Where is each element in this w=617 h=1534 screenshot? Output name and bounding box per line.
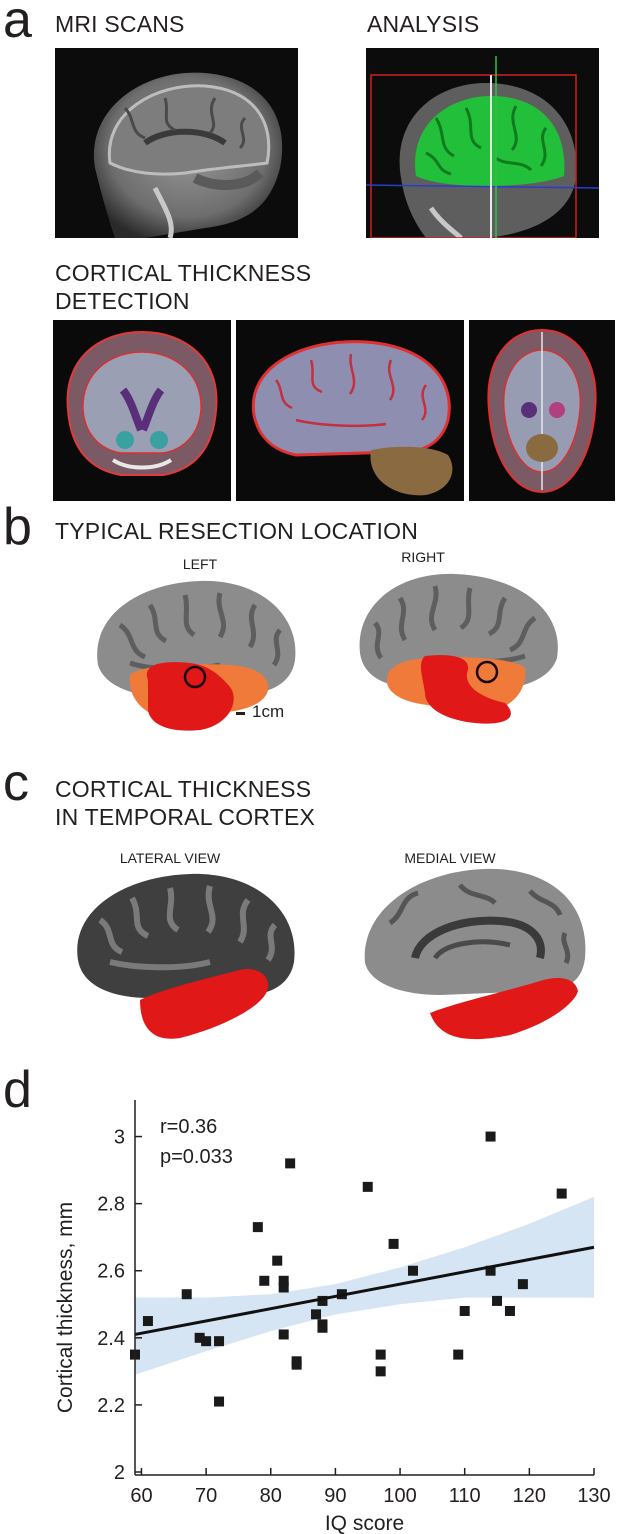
resection-title: TYPICAL RESECTION LOCATION: [55, 518, 419, 544]
y-tick-label: 2.4: [97, 1328, 125, 1350]
medial-view-label: MEDIAL VIEW: [404, 850, 496, 866]
y-tick-label: 3: [114, 1127, 125, 1149]
scale-bar: [236, 712, 245, 715]
data-point: [504, 1305, 515, 1316]
x-tick-label: 80: [260, 1485, 282, 1507]
y-tick-label: 2: [114, 1462, 125, 1484]
mri-sagittal-image: [55, 48, 298, 238]
data-point: [453, 1349, 464, 1360]
cortical-detection-title-line2: DETECTION: [55, 288, 190, 314]
data-point: [278, 1275, 289, 1286]
data-point: [556, 1188, 567, 1199]
ci-band-layer: [135, 1196, 594, 1375]
x-tick-label: 100: [383, 1485, 416, 1507]
data-point: [492, 1295, 503, 1306]
sagittal-segmentation-image: [236, 320, 464, 501]
y-tick-label: 2.2: [97, 1395, 125, 1417]
coronal-segmentation-image: [53, 320, 231, 501]
x-tick-label: 90: [324, 1485, 346, 1507]
x-tick-label: 70: [195, 1485, 217, 1507]
data-point: [388, 1238, 399, 1249]
data-point: [181, 1289, 192, 1300]
x-tick-label: 130: [577, 1485, 610, 1507]
data-point: [285, 1158, 296, 1169]
data-point: [311, 1309, 322, 1320]
confidence-band: [135, 1196, 594, 1375]
regression-line: [134, 1245, 595, 1336]
data-point: [278, 1282, 289, 1293]
data-point: [201, 1336, 212, 1347]
analysis-title: ANALYSIS: [367, 11, 480, 37]
lateral-view-brain: [77, 873, 295, 1039]
x-tick-label: 60: [130, 1485, 152, 1507]
left-hemisphere-brain: [97, 580, 296, 731]
data-point: [272, 1255, 283, 1266]
data-point: [214, 1396, 225, 1407]
temporal-title-line2: IN TEMPORAL CORTEX: [55, 804, 316, 830]
scatter-plot: 2 2.2 2.4 2.6 2.8 3 60 70 80 90 100 110 120 130 IQ sco…: [54, 1100, 611, 1534]
data-point: [362, 1181, 373, 1192]
medial-view-brain: [364, 868, 586, 1040]
data-point: [142, 1316, 153, 1327]
data-point: [214, 1336, 225, 1347]
panel-letter-c: c: [3, 754, 29, 812]
data-point: [194, 1332, 205, 1343]
data-point: [485, 1131, 496, 1142]
left-hemisphere-label: LEFT: [182, 556, 218, 572]
panel-letter-b: b: [3, 498, 32, 556]
y-tick-label: 2.8: [97, 1194, 125, 1216]
right-hemisphere-label: RIGHT: [401, 549, 445, 565]
x-tick-label: 110: [449, 1485, 481, 1507]
y-axis-label: Cortical thickness, mm: [54, 1202, 77, 1413]
fit-layer: [134, 1245, 595, 1336]
data-point: [485, 1265, 496, 1276]
data-point: [252, 1222, 263, 1233]
cortical-detection-title-line1: CORTICAL THICKNESS: [55, 260, 312, 286]
right-hemisphere-brain: [359, 573, 558, 724]
axial-segmentation-image: [469, 320, 615, 501]
panel-letter-a: a: [3, 0, 32, 49]
stat-p-annotation: p=0.033: [160, 1146, 233, 1168]
data-point: [317, 1322, 328, 1333]
analysis-segmentation-image: [366, 48, 599, 238]
data-point: [517, 1279, 528, 1290]
data-point: [375, 1349, 386, 1360]
lateral-view-label: LATERAL VIEW: [119, 850, 221, 866]
x-axis-label: IQ score: [325, 1512, 404, 1534]
data-point: [407, 1265, 418, 1276]
data-point: [317, 1295, 328, 1306]
points-layer: [130, 1131, 567, 1407]
stat-r-annotation: r=0.36: [160, 1116, 217, 1138]
data-point: [459, 1305, 470, 1316]
scale-bar-label: 1cm: [252, 702, 285, 721]
temporal-title-line1: CORTICAL THICKNESS: [55, 776, 312, 802]
panel-letter-d: d: [3, 1061, 32, 1119]
data-point: [259, 1275, 270, 1286]
axes-layer: 2 2.2 2.4 2.6 2.8 3 60 70 80 90 100 110 120 130 IQ sco…: [54, 1100, 611, 1534]
x-tick-label: 120: [513, 1485, 546, 1507]
y-tick-label: 2.6: [97, 1261, 125, 1283]
mri-scans-title: MRI SCANS: [55, 11, 185, 37]
data-point: [278, 1329, 289, 1340]
data-point: [375, 1366, 386, 1377]
data-point: [291, 1359, 302, 1370]
